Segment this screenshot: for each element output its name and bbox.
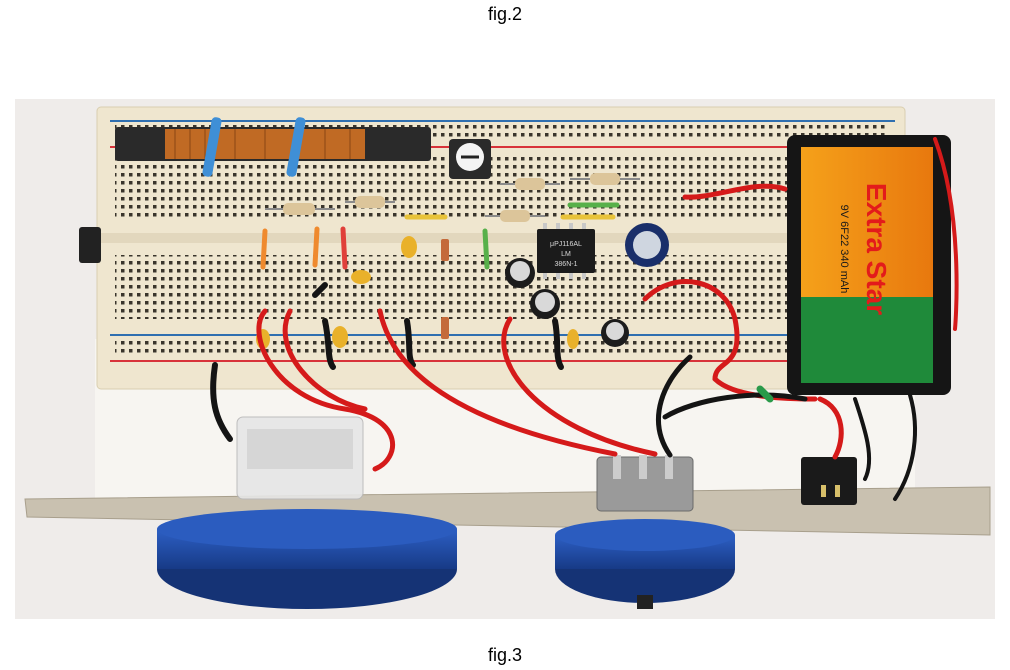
volume-potentiometer xyxy=(596,455,694,512)
battery-label: Extra Star xyxy=(861,183,892,315)
tuning-capacitor xyxy=(236,416,364,500)
tuning-knob xyxy=(157,509,457,609)
figure-caption-top: fig.2 xyxy=(487,4,523,24)
volume-knob xyxy=(555,519,735,609)
resistors xyxy=(265,173,640,222)
amplifier-ic: μPJ116AL LM 386N-1 xyxy=(537,223,595,279)
flying-leads xyxy=(210,137,959,501)
battery-spec: 9V 6F22 340 mAh xyxy=(838,205,850,294)
ic-marking: μPJ116AL xyxy=(550,241,582,248)
small-capacitors xyxy=(256,236,579,349)
battery: Extra Star 9V 6F22 340 mAh xyxy=(787,135,951,395)
svg-text:LM: LM xyxy=(561,251,571,258)
board-jumpers xyxy=(260,202,620,270)
trimmer-potentiometer xyxy=(449,139,491,179)
svg-text:386N-1: 386N-1 xyxy=(555,261,578,268)
ferrite-antenna-coil xyxy=(115,117,431,177)
audio-jack xyxy=(801,457,857,505)
black-jumpers xyxy=(312,282,564,370)
electrolytic-capacitors xyxy=(505,223,669,347)
breadboard-photo: μPJ116AL LM 386N-1 xyxy=(15,99,995,619)
figure-caption-bottom: fig.3 xyxy=(487,645,523,665)
